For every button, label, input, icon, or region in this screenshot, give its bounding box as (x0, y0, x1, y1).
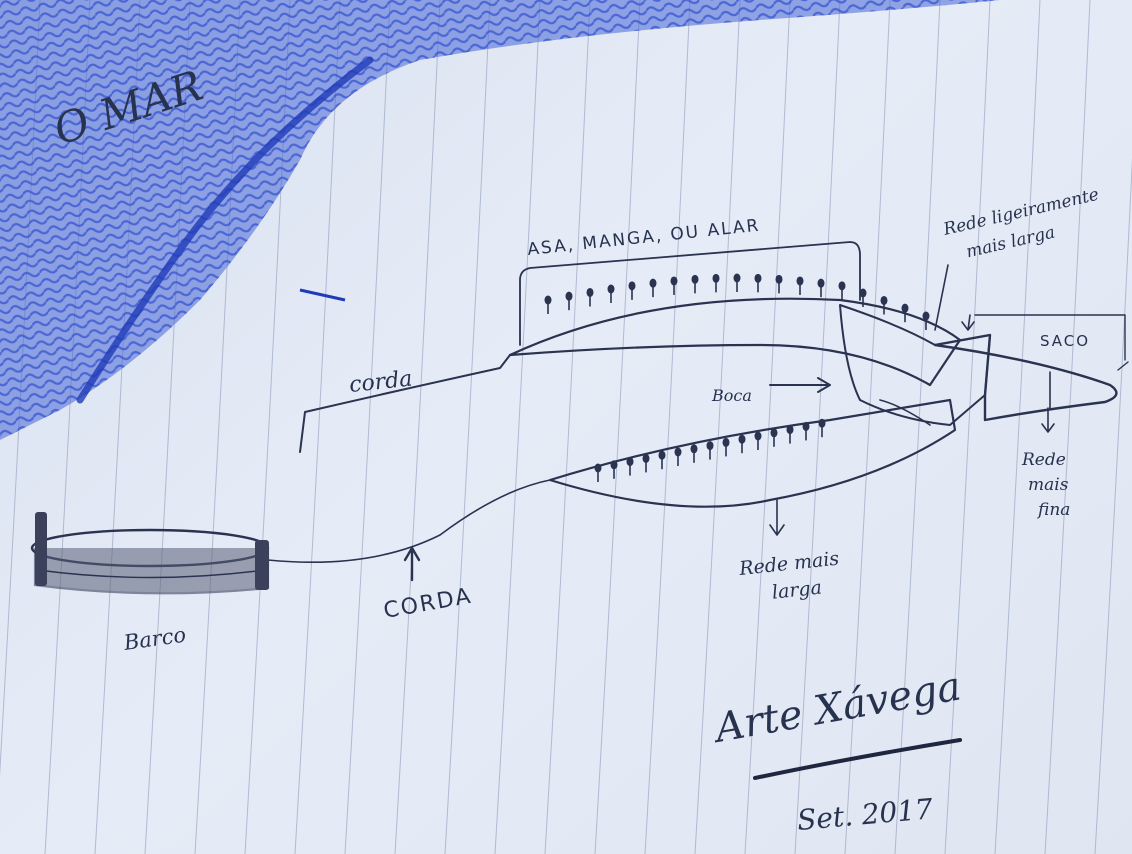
float-marker (627, 457, 634, 466)
float-marker (776, 275, 783, 284)
float-marker (595, 464, 602, 473)
float-marker (723, 438, 730, 447)
ruled-line (995, 0, 1040, 854)
mesh-fine-line-3: fina (1036, 500, 1070, 520)
ruled-line (645, 0, 690, 854)
float-marker (839, 281, 846, 290)
ruled-line (595, 0, 640, 854)
lower-wing (550, 400, 955, 507)
float-marker (755, 432, 762, 441)
ruled-line (945, 0, 990, 854)
float-marker (629, 281, 636, 290)
boat-label: Barco (121, 622, 187, 655)
float-marker (643, 454, 650, 463)
float-marker (923, 312, 930, 321)
boat (32, 512, 269, 593)
ruled-line (545, 0, 590, 854)
float-marker (671, 276, 678, 285)
mouth-label: Boca (711, 386, 752, 405)
float-marker (692, 275, 699, 284)
float-marker (734, 274, 741, 283)
float-marker (713, 274, 720, 283)
float-marker (611, 460, 618, 469)
lower-rope-label: CORDA (382, 584, 475, 624)
signature-underline (755, 740, 960, 778)
float-marker (739, 435, 746, 444)
float-marker (675, 448, 682, 457)
mesh-fine-line-1: Rede (1021, 450, 1066, 470)
ruled-line (895, 0, 940, 854)
float-marker (587, 288, 594, 297)
float-marker (797, 276, 804, 285)
upper-rope-label: corda (348, 366, 414, 397)
float-marker (545, 296, 552, 305)
mesh-fine-line-2: mais (1028, 475, 1069, 495)
float-marker (787, 425, 794, 434)
mesh-wide-label: Rede mais larga (737, 548, 843, 607)
ruled-line (1095, 0, 1132, 854)
ruled-line (395, 0, 440, 854)
mesh-medium-label: Rede ligeiramente mais larga (941, 185, 1107, 267)
ruled-line (495, 0, 540, 854)
mesh-wide-line-1: Rede mais (737, 548, 840, 580)
net-body (840, 305, 1116, 425)
bag-label: SACO (1040, 332, 1090, 350)
float-marker (566, 292, 573, 301)
float-marker (650, 279, 657, 288)
ruled-line (445, 0, 490, 854)
float-marker (771, 428, 778, 437)
date: Set. 2017 (796, 792, 935, 837)
wing-label: ASA, MANGA, OU ALAR (526, 216, 761, 260)
float-marker (803, 422, 810, 431)
float-marker (819, 419, 826, 428)
mesh-fine-label: Rede mais fina (1021, 450, 1070, 520)
mesh-wide-line-2: larga (771, 577, 823, 604)
float-marker (707, 441, 714, 450)
floats-lower (595, 419, 826, 482)
float-marker (608, 285, 615, 294)
float-marker (902, 304, 909, 313)
signature: Arte Xávega (708, 663, 965, 752)
ruled-line (345, 0, 390, 854)
float-marker (691, 444, 698, 453)
float-marker (659, 451, 666, 460)
float-marker (818, 279, 825, 288)
float-marker (881, 296, 888, 305)
lower-rope (268, 480, 550, 562)
float-marker (755, 274, 762, 283)
upper-wing (510, 274, 960, 386)
